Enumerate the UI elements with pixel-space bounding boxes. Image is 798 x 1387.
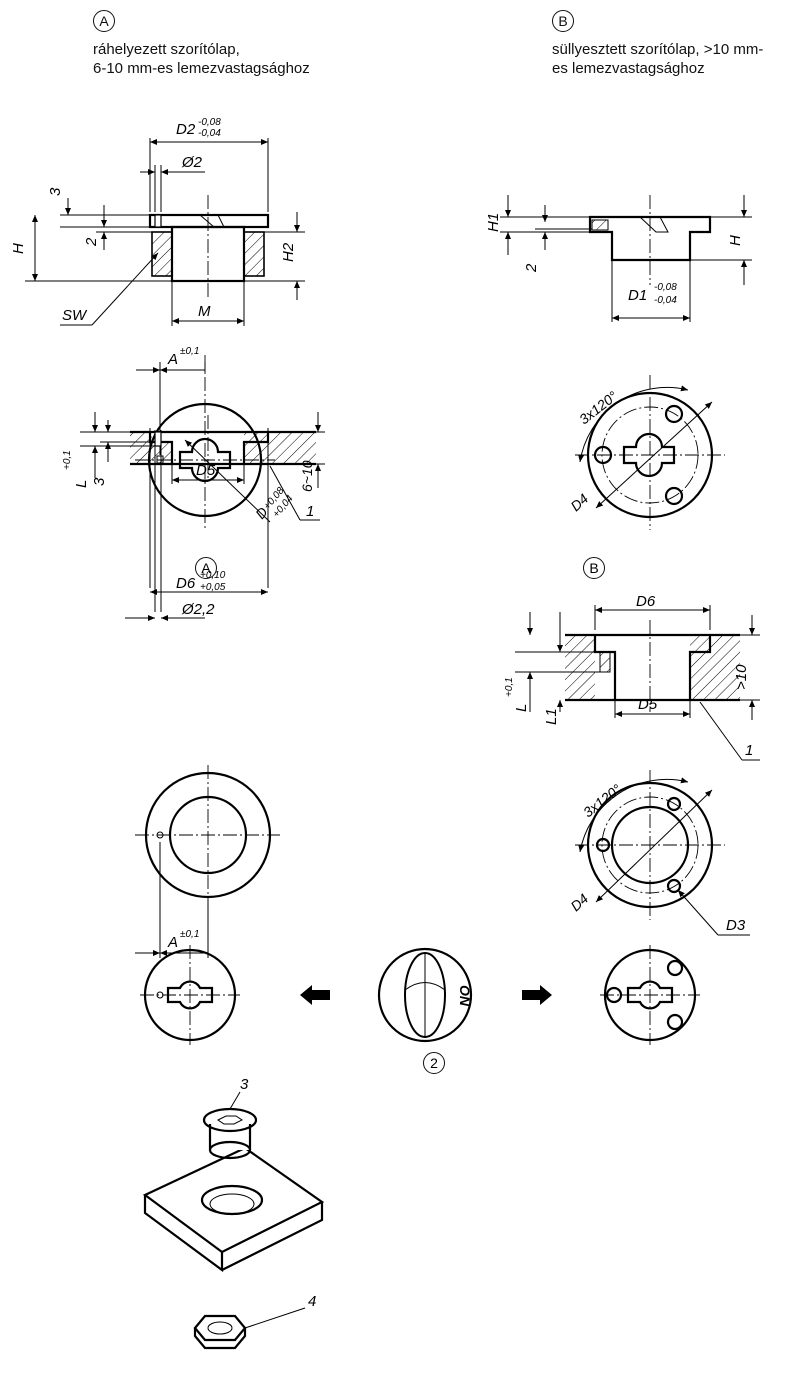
dim-two: 2 [83, 237, 100, 247]
dim-d3: D3 [726, 917, 746, 934]
isometric-assembly: 3 4 [142, 1076, 325, 1350]
section-b-title-line1: süllyesztett szorítólap, >10 mm- [552, 41, 764, 58]
dim-b-ref1: 1 [745, 742, 753, 759]
dim-b-l: L [513, 704, 530, 712]
dim-d1-tol-bot: -0,04 [654, 295, 677, 306]
dim-d1: D1 [628, 287, 647, 304]
dim-b-h: H [727, 235, 744, 246]
dim-h1: H1 [485, 213, 502, 232]
rotation-row: ON [140, 945, 700, 1045]
dim-b-d6: D6 [636, 593, 656, 610]
dim-d2: D2 [176, 121, 196, 138]
dim-angle2: 3x120° [580, 781, 625, 821]
dim-d1-tol-top: -0,08 [654, 282, 677, 293]
section-b-badge: B [552, 10, 574, 32]
a-side-view: D2 -0,08 -0,04 Ø2 3 H 2 H2 SW [10, 117, 305, 326]
knob-text: ON [457, 985, 473, 1007]
arrow-right-icon [522, 985, 552, 1005]
ref-four: 4 [308, 1293, 316, 1310]
mid-b-badge: B [583, 557, 605, 579]
dim-three: 3 [47, 187, 64, 196]
dim-b-two: 2 [523, 263, 540, 273]
dim-d6-tol-top: +0,10 [200, 570, 226, 581]
dim-phi22: Ø2,2 [181, 601, 215, 618]
dim-six-ten: 6~10 [299, 460, 315, 492]
dim-phi2: Ø2 [181, 154, 203, 171]
dim-gt10: >10 [733, 664, 750, 690]
dim-a: A [167, 351, 178, 368]
dim-a2-tol: ±0,1 [180, 929, 199, 940]
dim-l: L [73, 480, 90, 488]
dim-a3: 3 [91, 477, 108, 486]
section-a-header: A [93, 10, 115, 32]
dim-h2: H2 [280, 242, 297, 262]
section-a-badge: A [93, 10, 115, 32]
b-mid-section: D6 >10 L +0,1 L1 D5 1 [504, 593, 760, 761]
dim-d4: D4 [567, 490, 591, 514]
dim-l1: L1 [543, 708, 560, 725]
a-mid-front: A ±0,1 [135, 765, 280, 958]
section-a-title-line1: ráhelyezett szorítólap, [93, 41, 240, 58]
section-b-title: süllyesztett szorítólap, >10 mm- es leme… [552, 40, 763, 78]
dim-h: H [10, 243, 27, 254]
dim-d4b: D4 [567, 890, 591, 914]
dim-a2: A [167, 934, 178, 951]
dim-d6-tol-bot: +0,05 [200, 582, 226, 593]
b-side-view: H1 2 H D1 -0,08 -0,04 [485, 195, 752, 322]
dim-b-d5: D5 [638, 696, 658, 713]
dim-d2-tol-bot: -0,04 [198, 128, 221, 139]
dim-m: M [198, 303, 211, 320]
a-mid-section: D6 +0,10 +0,05 Ø2,2 [125, 415, 316, 621]
section-b-header: B [552, 10, 574, 32]
dim-sw: SW [62, 307, 88, 324]
section-a-title-line2: 6-10 mm-es lemezvastagsághoz [93, 60, 310, 77]
section-a-title: ráhelyezett szorítólap, 6-10 mm-es lemez… [93, 40, 310, 78]
a-mid-dims: L +0,1 3 6~10 D5 1 [62, 412, 325, 521]
dim-ref1: 1 [306, 503, 314, 520]
mid-a-badge: A [195, 557, 217, 579]
ref-three: 3 [240, 1076, 249, 1093]
b-front-view: 3x120° D4 [567, 375, 725, 530]
b-mid-front: 3x120° D4 D3 [567, 770, 750, 936]
center-badge: 2 [423, 1052, 445, 1074]
dim-b-l-tol: +0,1 [504, 677, 515, 697]
dim-a-tol: ±0,1 [180, 346, 199, 357]
dim-d2-tol-top: -0,08 [198, 117, 221, 128]
dim-d5: D5 [196, 462, 216, 479]
arrow-left-icon [300, 985, 330, 1005]
section-b-title-line2: es lemezvastagsághoz [552, 60, 705, 77]
dim-l-tol: +0,1 [62, 450, 73, 470]
dim-d6: D6 [176, 575, 196, 592]
